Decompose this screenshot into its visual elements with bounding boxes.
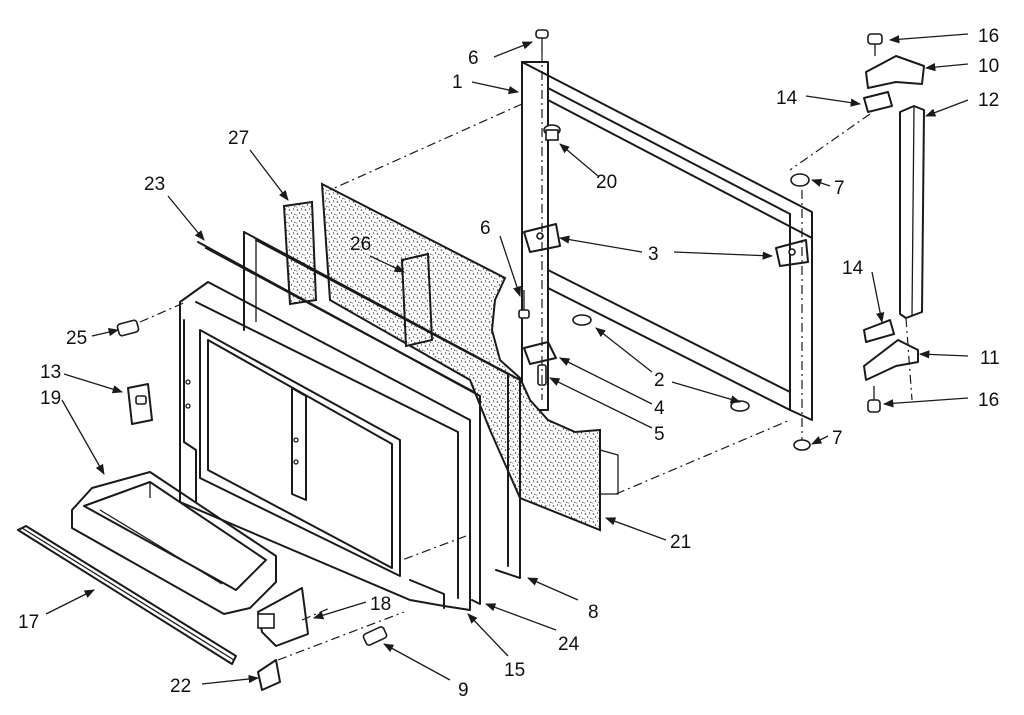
hinge-bottom (863, 339, 919, 381)
screw-top (535, 29, 549, 52)
shim-14-top (863, 91, 893, 113)
callout-7-bottom: 7 (832, 428, 843, 449)
screw-25 (116, 319, 140, 337)
bushing-2a (572, 314, 592, 326)
callout-5: 5 (654, 424, 665, 445)
plug-7-top (790, 173, 810, 187)
callout-21: 21 (670, 532, 691, 553)
shelf-retainer-bar (17, 525, 237, 665)
callout-16-bottom: 16 (978, 390, 999, 411)
screw-16-bottom (867, 386, 881, 413)
spacer-block-27 (282, 200, 318, 306)
callout-17: 17 (18, 612, 39, 633)
callout-4: 4 (654, 398, 665, 419)
door-outer-frame (521, 61, 813, 421)
callout-6-left: 6 (480, 218, 491, 239)
callout-16-top: 16 (978, 26, 999, 47)
callout-26: 26 (350, 234, 371, 255)
hinge-top (865, 55, 925, 89)
screw-6-left (518, 290, 530, 319)
callout-9: 9 (458, 680, 469, 701)
callout-10: 10 (978, 56, 999, 77)
screw-9 (362, 626, 388, 646)
shim-14-bottom (863, 319, 895, 343)
door-insulation-panel (320, 182, 619, 532)
callout-8: 8 (588, 602, 599, 623)
callout-labels: 6 1 20 7 3 6 2 4 5 7 16 10 14 12 14 11 1… (18, 26, 1000, 701)
assembly-lines (139, 52, 913, 661)
callout-6-top: 6 (468, 48, 479, 69)
bushing-2b (730, 400, 750, 412)
callout-3: 3 (648, 244, 659, 265)
bracket-22 (257, 659, 281, 691)
breaker-strip (197, 241, 481, 605)
door-liner (179, 281, 471, 611)
callout-19: 19 (40, 388, 61, 409)
plug-20 (543, 124, 561, 141)
callout-14-bottom: 14 (842, 258, 864, 279)
screw-16-top (867, 33, 883, 56)
callout-25: 25 (66, 328, 87, 349)
callout-18: 18 (370, 594, 391, 615)
callout-13: 13 (40, 362, 61, 383)
callout-23: 23 (144, 174, 165, 195)
washer-4 (523, 341, 557, 365)
callout-leaders (45, 33, 969, 685)
bracket-18 (257, 587, 309, 647)
frame-hinge-right (775, 239, 809, 267)
bracket-13 (127, 383, 153, 425)
callout-24: 24 (558, 634, 580, 655)
callout-11: 11 (980, 348, 1000, 369)
callout-27: 27 (228, 128, 249, 149)
handle-strip (899, 105, 925, 319)
callout-15: 15 (504, 660, 525, 681)
callout-12: 12 (978, 90, 999, 111)
callout-20: 20 (596, 172, 617, 193)
callout-2: 2 (654, 370, 665, 391)
callout-14-top: 14 (776, 88, 798, 109)
plug-7-bottom (793, 439, 811, 451)
callout-7-top: 7 (834, 178, 845, 199)
door-shelf-bin (71, 471, 277, 615)
door-gasket (243, 231, 521, 579)
callout-1: 1 (452, 72, 463, 93)
callout-22: 22 (170, 676, 191, 697)
